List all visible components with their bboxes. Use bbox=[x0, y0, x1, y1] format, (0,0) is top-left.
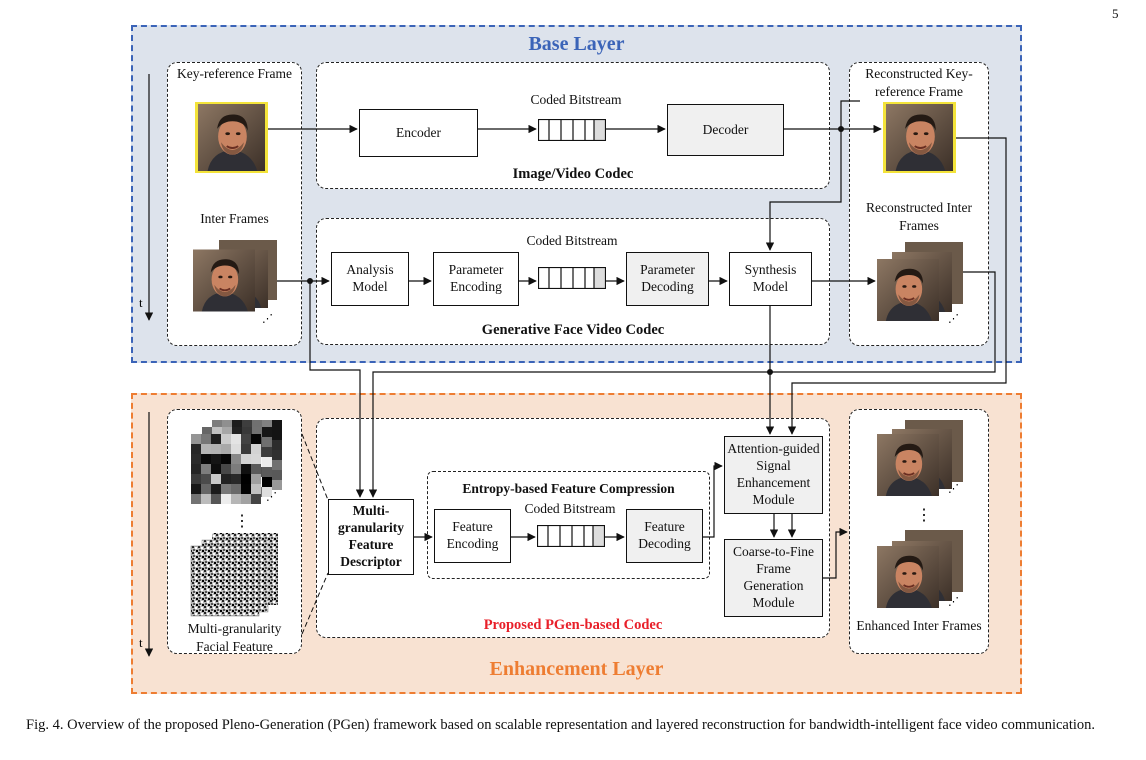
pgen-codec-title: Proposed PGen-based Codec bbox=[483, 617, 663, 633]
reconstructed-inter-frames-image: ⋰ bbox=[877, 242, 963, 325]
feature-ellipsis: ⋮ bbox=[234, 513, 250, 530]
reconstructed-inter-frames-label: Reconstructed Inter Frames bbox=[865, 200, 973, 233]
gfvc-bitstream-icon bbox=[538, 267, 606, 289]
entropy-bitstream-icon bbox=[537, 525, 605, 547]
svg-text:⋰: ⋰ bbox=[262, 313, 273, 325]
time-label-enhancement: t bbox=[139, 635, 143, 650]
time-label-base: t bbox=[139, 295, 143, 310]
enhanced-inter-frames-label: Enhanced Inter Frames bbox=[856, 618, 982, 633]
inter-frames-image: ⋰ bbox=[193, 240, 277, 325]
junction-dot bbox=[838, 126, 844, 132]
svg-text:⋰: ⋰ bbox=[948, 483, 959, 495]
fine-feature-map: ⋰ bbox=[190, 533, 278, 617]
decoder-block: Decoder bbox=[667, 104, 784, 156]
enhanced-ellipsis: ⋮ bbox=[916, 507, 932, 524]
svg-text:⋰: ⋰ bbox=[948, 596, 959, 608]
zoom-line-top bbox=[301, 433, 329, 501]
parameter-encoding-block: Parameter Encoding bbox=[433, 252, 519, 306]
reconstructed-key-frame-image bbox=[883, 102, 956, 173]
enhanced-inter-frames-bottom: ⋰ bbox=[877, 530, 963, 610]
gfvc-title: Generative Face Video Codec bbox=[481, 322, 665, 338]
analysis-model-block: Analysis Model bbox=[331, 252, 409, 306]
coarse-to-fine-block: Coarse-to-Fine Frame Generation Module bbox=[724, 539, 823, 617]
enhanced-inter-frames-top: ⋰ bbox=[877, 420, 963, 497]
page-number: 5 bbox=[1112, 6, 1119, 21]
connection-arrows bbox=[268, 100, 1007, 579]
junction-dot bbox=[307, 278, 313, 284]
figure-caption: Fig. 4. Overview of the proposed Pleno-G… bbox=[26, 717, 1096, 733]
zoom-line-bottom bbox=[301, 572, 329, 635]
attention-enhancement-block: Attention-guided Signal Enhancement Modu… bbox=[724, 436, 823, 514]
image-codec-bitstream-icon bbox=[538, 119, 606, 141]
key-reference-frame-image bbox=[195, 102, 268, 173]
entropy-bitstream-label: Coded Bitstream bbox=[524, 501, 616, 516]
junction-dot bbox=[767, 369, 773, 375]
inter-frames-label: Inter Frames bbox=[200, 211, 269, 226]
feature-encoding-block: Feature Encoding bbox=[434, 509, 511, 563]
parameter-decoding-block: Parameter Decoding bbox=[626, 252, 709, 306]
reconstructed-key-frame-label: Reconstructed Key-reference Frame bbox=[865, 66, 973, 99]
multi-granularity-facial-feature-label: Multi-granularity Facial Feature bbox=[187, 621, 282, 654]
gfvc-bitstream-label: Coded Bitstream bbox=[526, 233, 618, 248]
coarse-feature-map: ⋰ bbox=[191, 420, 282, 504]
svg-text:⋰: ⋰ bbox=[948, 313, 959, 325]
synthesis-model-block: Synthesis Model bbox=[729, 252, 812, 306]
image-codec-bitstream-label: Coded Bitstream bbox=[530, 92, 622, 107]
encoder-block: Encoder bbox=[359, 109, 478, 157]
feature-descriptor-block: Multi-granularity Feature Descriptor bbox=[328, 499, 414, 575]
feature-decoding-block: Feature Decoding bbox=[626, 509, 703, 563]
svg-text:⋰: ⋰ bbox=[266, 491, 277, 503]
image-codec-title: Image/Video Codec bbox=[512, 166, 634, 182]
key-reference-frame-label: Key-reference Frame bbox=[176, 66, 293, 81]
enhancement-layer-title: Enhancement Layer bbox=[489, 658, 664, 680]
base-layer-title: Base Layer bbox=[528, 33, 625, 55]
entropy-compression-title: Entropy-based Feature Compression bbox=[462, 481, 675, 496]
svg-text:⋰: ⋰ bbox=[267, 594, 278, 606]
